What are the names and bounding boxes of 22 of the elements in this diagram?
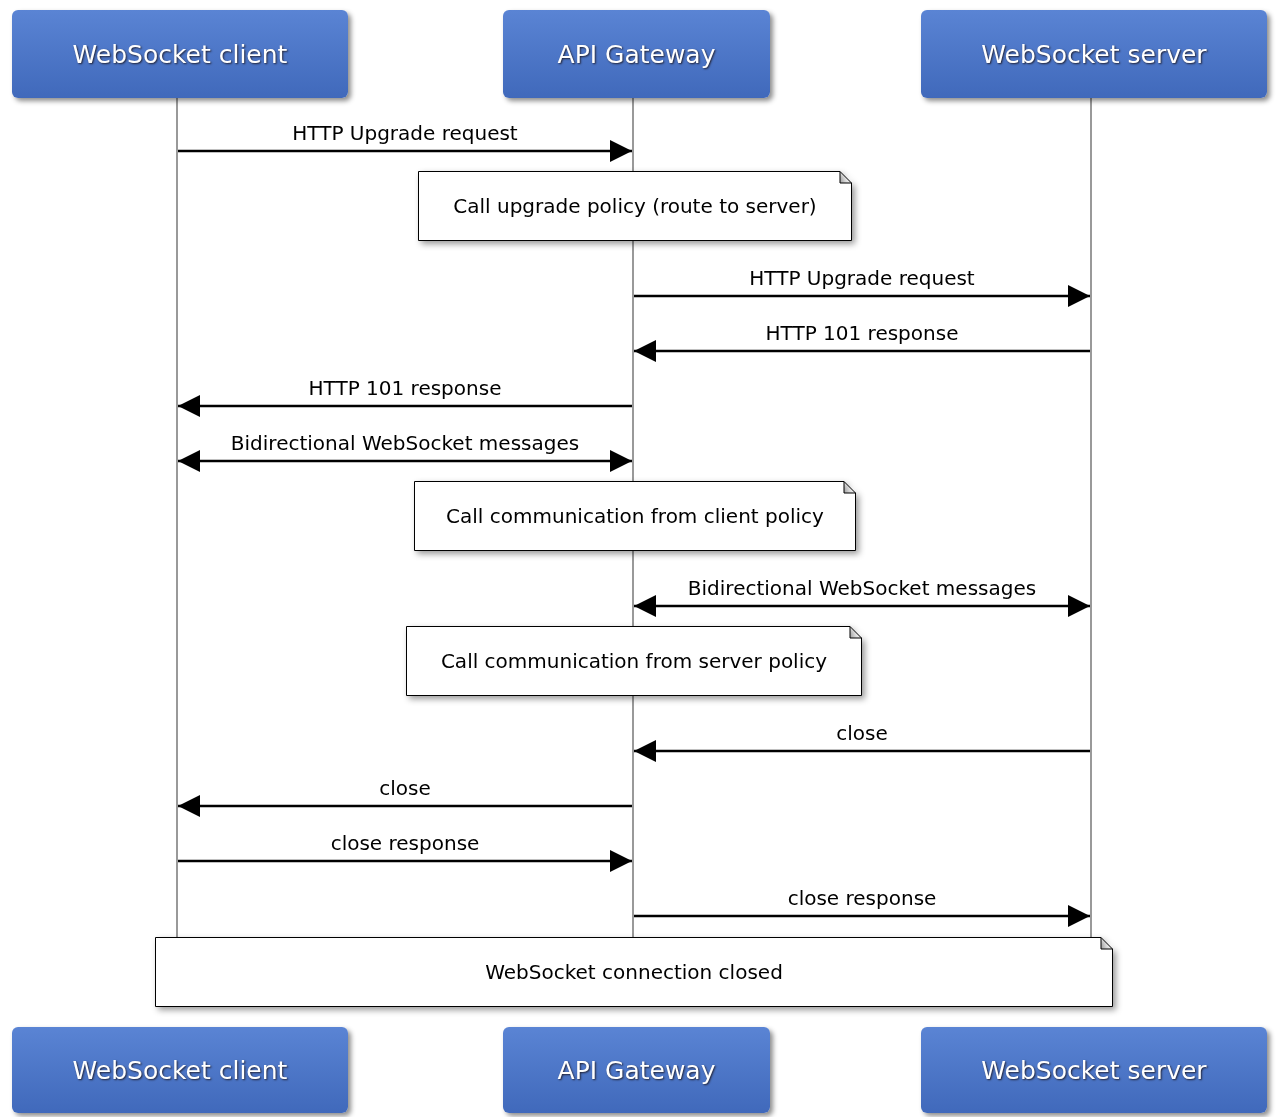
message-arrow xyxy=(178,450,632,472)
note: Call communication from client policy xyxy=(414,481,856,551)
participant-box: WebSocket client xyxy=(12,10,348,98)
participant-box: WebSocket server xyxy=(921,1027,1267,1113)
message-arrow xyxy=(634,340,1090,362)
message-arrow xyxy=(634,905,1090,927)
message-arrow xyxy=(634,595,1090,617)
participant-box: API Gateway xyxy=(503,1027,770,1113)
lifeline xyxy=(1090,98,1092,937)
message-arrow xyxy=(178,140,632,162)
note: WebSocket connection closed xyxy=(155,937,1113,1007)
participant-box: API Gateway xyxy=(503,10,770,98)
message-arrow xyxy=(178,795,632,817)
note: Call upgrade policy (route to server) xyxy=(418,171,852,241)
message-arrow xyxy=(178,850,632,872)
message-arrow xyxy=(634,740,1090,762)
lifeline xyxy=(176,98,178,937)
message-arrow xyxy=(178,395,632,417)
participant-box: WebSocket client xyxy=(12,1027,348,1113)
note: Call communication from server policy xyxy=(406,626,862,696)
message-arrow xyxy=(634,285,1090,307)
participant-box: WebSocket server xyxy=(921,10,1267,98)
